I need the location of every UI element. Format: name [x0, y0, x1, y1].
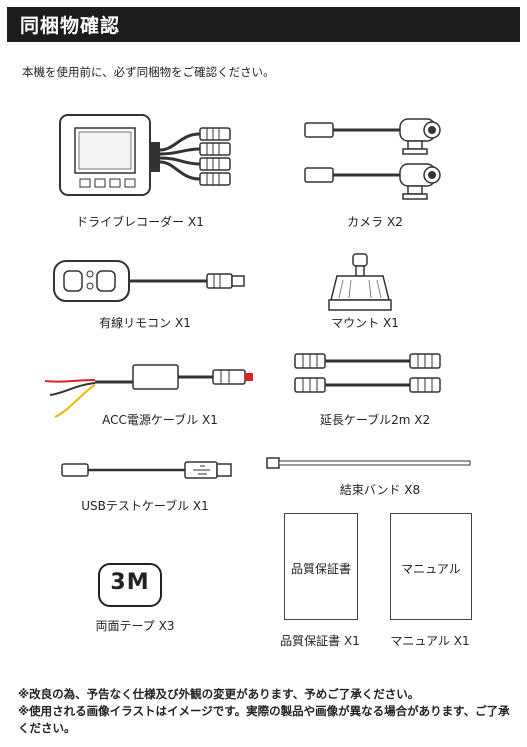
cable-tie-image	[266, 457, 471, 469]
notes: ※改良の為、予告なく仕様及び外観の変更があります、予めご了承ください。 ※使用さ…	[18, 686, 518, 737]
warranty-card-image: 品質保証書	[284, 513, 358, 620]
manual-label: マニュアル	[401, 562, 461, 576]
acc-power-cable-image	[45, 364, 253, 418]
drive-recorder-image	[59, 114, 231, 196]
camera-image	[304, 118, 441, 200]
usb-test-cable-image	[61, 461, 232, 479]
mount-image	[328, 253, 392, 311]
warranty-card-label: 品質保証書	[290, 562, 351, 576]
extension-cable-image	[294, 353, 441, 393]
note-1: ※改良の為、予告なく仕様及び外観の変更があります、予めご了承ください。	[18, 687, 420, 701]
camera-caption: カメラ X2	[347, 215, 403, 229]
manual-caption: マニュアル X1	[390, 634, 470, 648]
wired-remote-caption: 有線リモコン X1	[99, 316, 191, 330]
tape-caption: 両面テープ X3	[95, 619, 175, 633]
intro-text: 本機を使用前に、必ず同梱物をご確認ください。	[22, 65, 275, 79]
acc-power-cable-caption: ACC電源ケーブル X1	[102, 413, 218, 427]
wired-remote-image	[53, 260, 245, 302]
warranty-card-caption: 品質保証書 X1	[280, 634, 360, 648]
tape-image: 3M	[98, 563, 162, 607]
manual-image: マニュアル	[390, 513, 472, 620]
tape-mark: 3M	[110, 570, 150, 595]
title-bar	[7, 7, 520, 42]
cable-tie-caption: 結束バンド X8	[339, 483, 421, 497]
extension-cable-caption: 延長ケーブル2m X2	[319, 413, 431, 427]
header: 同梱物確認	[0, 0, 527, 45]
page-title: 同梱物確認	[20, 15, 121, 37]
drive-recorder-caption: ドライブレコーダー X1	[76, 215, 204, 229]
mount-caption: マウント X1	[331, 316, 399, 330]
usb-test-cable-caption: USBテストケーブル X1	[81, 499, 209, 513]
note-2: ※使用される画像イラストはイメージです。実際の製品や画像が異なる場合があります、…	[18, 704, 510, 735]
